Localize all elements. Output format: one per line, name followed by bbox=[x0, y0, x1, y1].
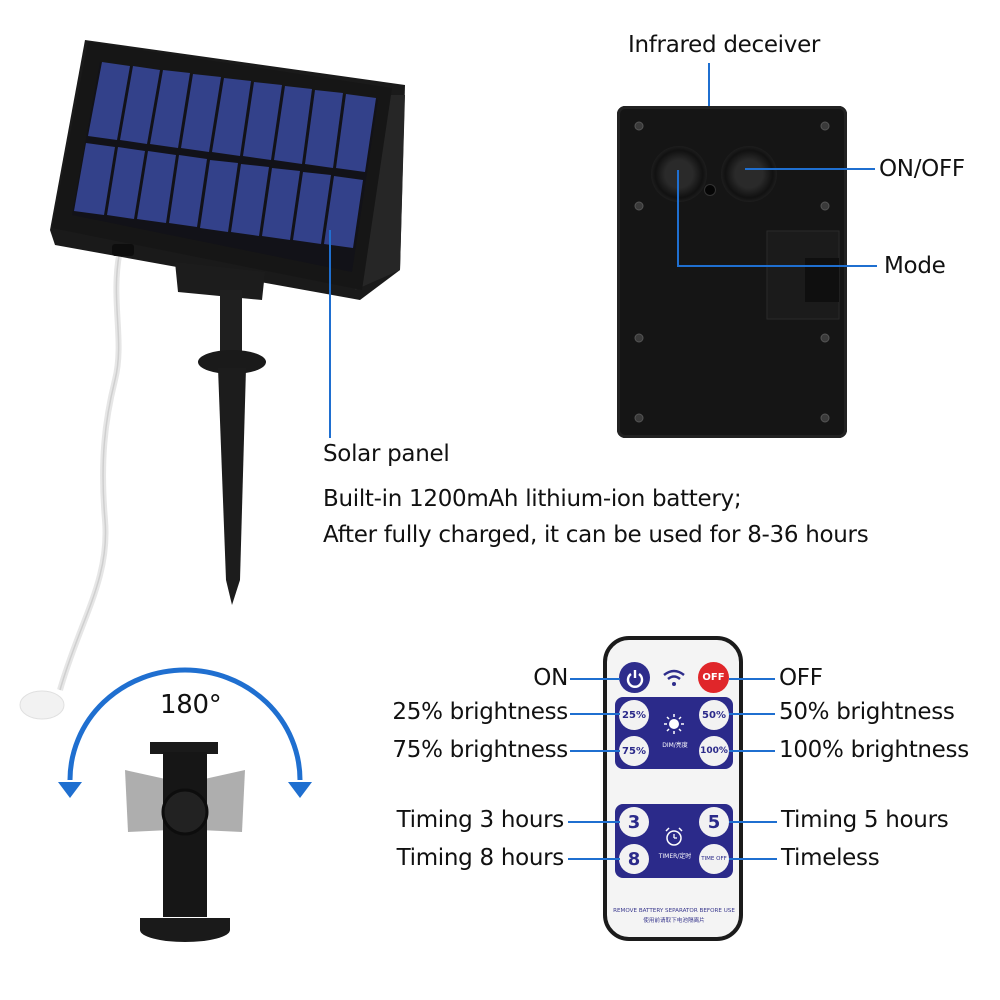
on-callout-line bbox=[570, 678, 620, 680]
mode-callout-line-vertical bbox=[677, 170, 679, 266]
timer-8-callout-label: Timing 8 hours bbox=[396, 845, 565, 871]
remote-footer-line2: 使用前请取下电池隔离片 bbox=[643, 918, 705, 924]
rotation-angle-label: 180° bbox=[160, 690, 222, 720]
mode-label: Mode bbox=[884, 253, 946, 279]
brightness-75-button[interactable]: 75% bbox=[619, 736, 649, 766]
brightness-25-callout-line bbox=[570, 713, 620, 715]
remote-footer-line1: REMOVE BATTERY SEPARATOR BEFORE USE bbox=[613, 908, 735, 914]
timeless-callout-line bbox=[729, 858, 777, 860]
timer-3-callout-label: Timing 3 hours bbox=[396, 807, 565, 833]
alarm-clock-icon bbox=[665, 827, 683, 846]
brightness-icon bbox=[664, 714, 684, 734]
brightness-50-button[interactable]: 50% bbox=[699, 700, 729, 730]
power-icon bbox=[626, 669, 643, 688]
brightness-100-callout-line bbox=[729, 750, 775, 752]
timer-caption: TIMER/定时 bbox=[658, 853, 692, 860]
timeless-callout-label: Timeless bbox=[781, 845, 880, 871]
timer-3-callout-line bbox=[568, 821, 620, 823]
mode-callout-line-horizontal bbox=[677, 265, 877, 267]
back-panel-body bbox=[617, 106, 847, 438]
timer-5-button[interactable]: 5 bbox=[699, 807, 729, 837]
solar-panel-label: Solar panel bbox=[323, 441, 450, 467]
timer-3-button[interactable]: 3 bbox=[619, 807, 649, 837]
dim-caption: DIM/亮度 bbox=[662, 742, 688, 749]
remote-off-button[interactable]: OFF bbox=[698, 662, 729, 693]
brightness-50-callout-label: 50% brightness bbox=[779, 699, 955, 725]
infrared-sensor bbox=[704, 184, 716, 196]
time-off-button[interactable]: TIME OFF bbox=[699, 844, 729, 874]
brightness-75-callout-line bbox=[570, 750, 620, 752]
battery-description-line1: Built-in 1200mAh lithium-ion battery; bbox=[323, 486, 742, 512]
mode-button[interactable] bbox=[651, 146, 707, 202]
brightness-25-callout-label: 25% brightness bbox=[392, 699, 568, 725]
off-callout-line bbox=[729, 678, 775, 680]
brightness-100-button[interactable]: 100% bbox=[699, 736, 729, 766]
on-off-label: ON/OFF bbox=[879, 156, 965, 182]
timer-8-button[interactable]: 8 bbox=[619, 844, 649, 874]
timer-5-callout-line bbox=[729, 821, 777, 823]
on-callout-label: ON bbox=[533, 665, 568, 691]
timer-5-callout-label: Timing 5 hours bbox=[781, 807, 949, 833]
wireless-signal-icon bbox=[663, 669, 685, 686]
timer-8-callout-line bbox=[568, 858, 620, 860]
remote-on-button[interactable] bbox=[619, 662, 650, 693]
battery-description-line2: After fully charged, it can be used for … bbox=[323, 522, 869, 548]
brightness-25-button[interactable]: 25% bbox=[619, 700, 649, 730]
back-panel-details bbox=[634, 121, 840, 423]
brightness-100-callout-label: 100% brightness bbox=[779, 737, 969, 763]
solar-panel-callout-line bbox=[329, 230, 331, 438]
brightness-75-callout-label: 75% brightness bbox=[392, 737, 568, 763]
infrared-receiver-label: Infrared deceiver bbox=[628, 32, 821, 58]
brightness-50-callout-line bbox=[729, 713, 775, 715]
on-off-button[interactable] bbox=[721, 146, 777, 202]
on-off-callout-line bbox=[745, 168, 875, 170]
off-callout-label: OFF bbox=[779, 665, 823, 691]
